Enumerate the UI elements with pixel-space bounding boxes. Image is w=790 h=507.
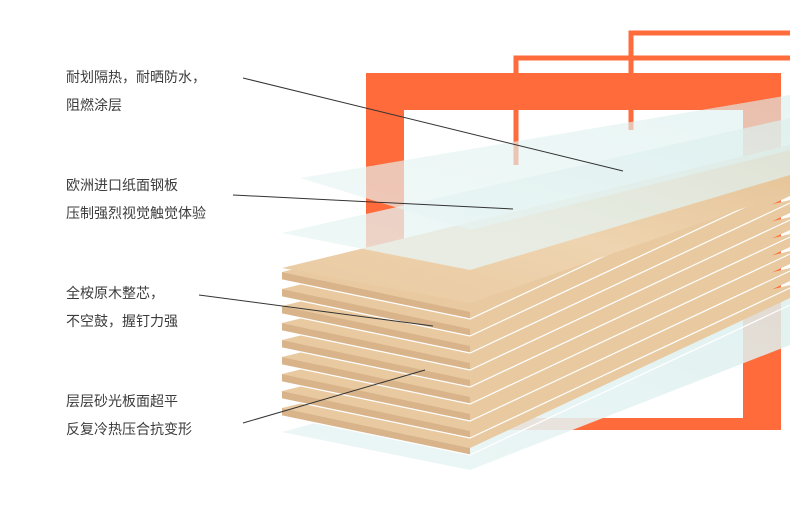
callout-sanding-line2: 反复冷热压合抗变形 — [66, 422, 192, 438]
wood-board-edge — [282, 340, 470, 387]
wood-board-highlight — [281, 219, 790, 371]
wood-board-highlight — [281, 304, 790, 456]
wood-board-highlight — [281, 270, 790, 422]
wood-board-highlight — [281, 253, 790, 405]
leader-line-2 — [232, 194, 514, 210]
wear-layer-film — [300, 95, 790, 230]
leader-line-1 — [242, 77, 624, 172]
callout-decor-paper-line1: 欧洲进口纸面钢板 — [66, 178, 178, 194]
callout-decor-paper: 欧洲进口纸面钢板 压制强烈视觉触觉体验 — [66, 172, 206, 228]
callout-wear-layer-line2: 阻燃涂层 — [66, 98, 122, 114]
callout-core-line1: 全桉原木整芯， — [66, 286, 164, 302]
leader-line-4 — [242, 369, 426, 424]
decor-paper-film — [282, 118, 790, 270]
callout-wear-layer: 耐划隔热，耐晒防水， 阻燃涂层 — [66, 64, 206, 120]
leader-line-3 — [198, 294, 434, 327]
wood-board-edge — [282, 323, 470, 370]
wood-board-highlight — [281, 236, 790, 388]
wood-board-edge — [282, 374, 470, 421]
callout-core: 全桉原木整芯， 不空鼓，握钉力强 — [66, 280, 178, 336]
wood-board-edge — [282, 408, 470, 455]
wood-board-highlight — [281, 185, 790, 337]
callout-leader-lines — [198, 77, 624, 424]
wood-board-edge — [282, 357, 470, 404]
callout-decor-paper-line2: 压制强烈视觉触觉体验 — [66, 206, 206, 222]
callout-wear-layer-line1: 耐划隔热，耐晒防水， — [66, 70, 206, 86]
wood-board-highlight — [281, 202, 790, 354]
wood-board-edge — [282, 306, 470, 353]
wood-board-edge — [282, 272, 470, 319]
wood-board-edge — [282, 391, 470, 438]
callout-sanding-line1: 层层砂光板面超平 — [66, 394, 178, 410]
callout-core-line2: 不空鼓，握钉力强 — [66, 314, 178, 330]
callout-sanding: 层层砂光板面超平 反复冷热压合抗变形 — [66, 388, 192, 444]
wood-board-highlight — [281, 287, 790, 439]
